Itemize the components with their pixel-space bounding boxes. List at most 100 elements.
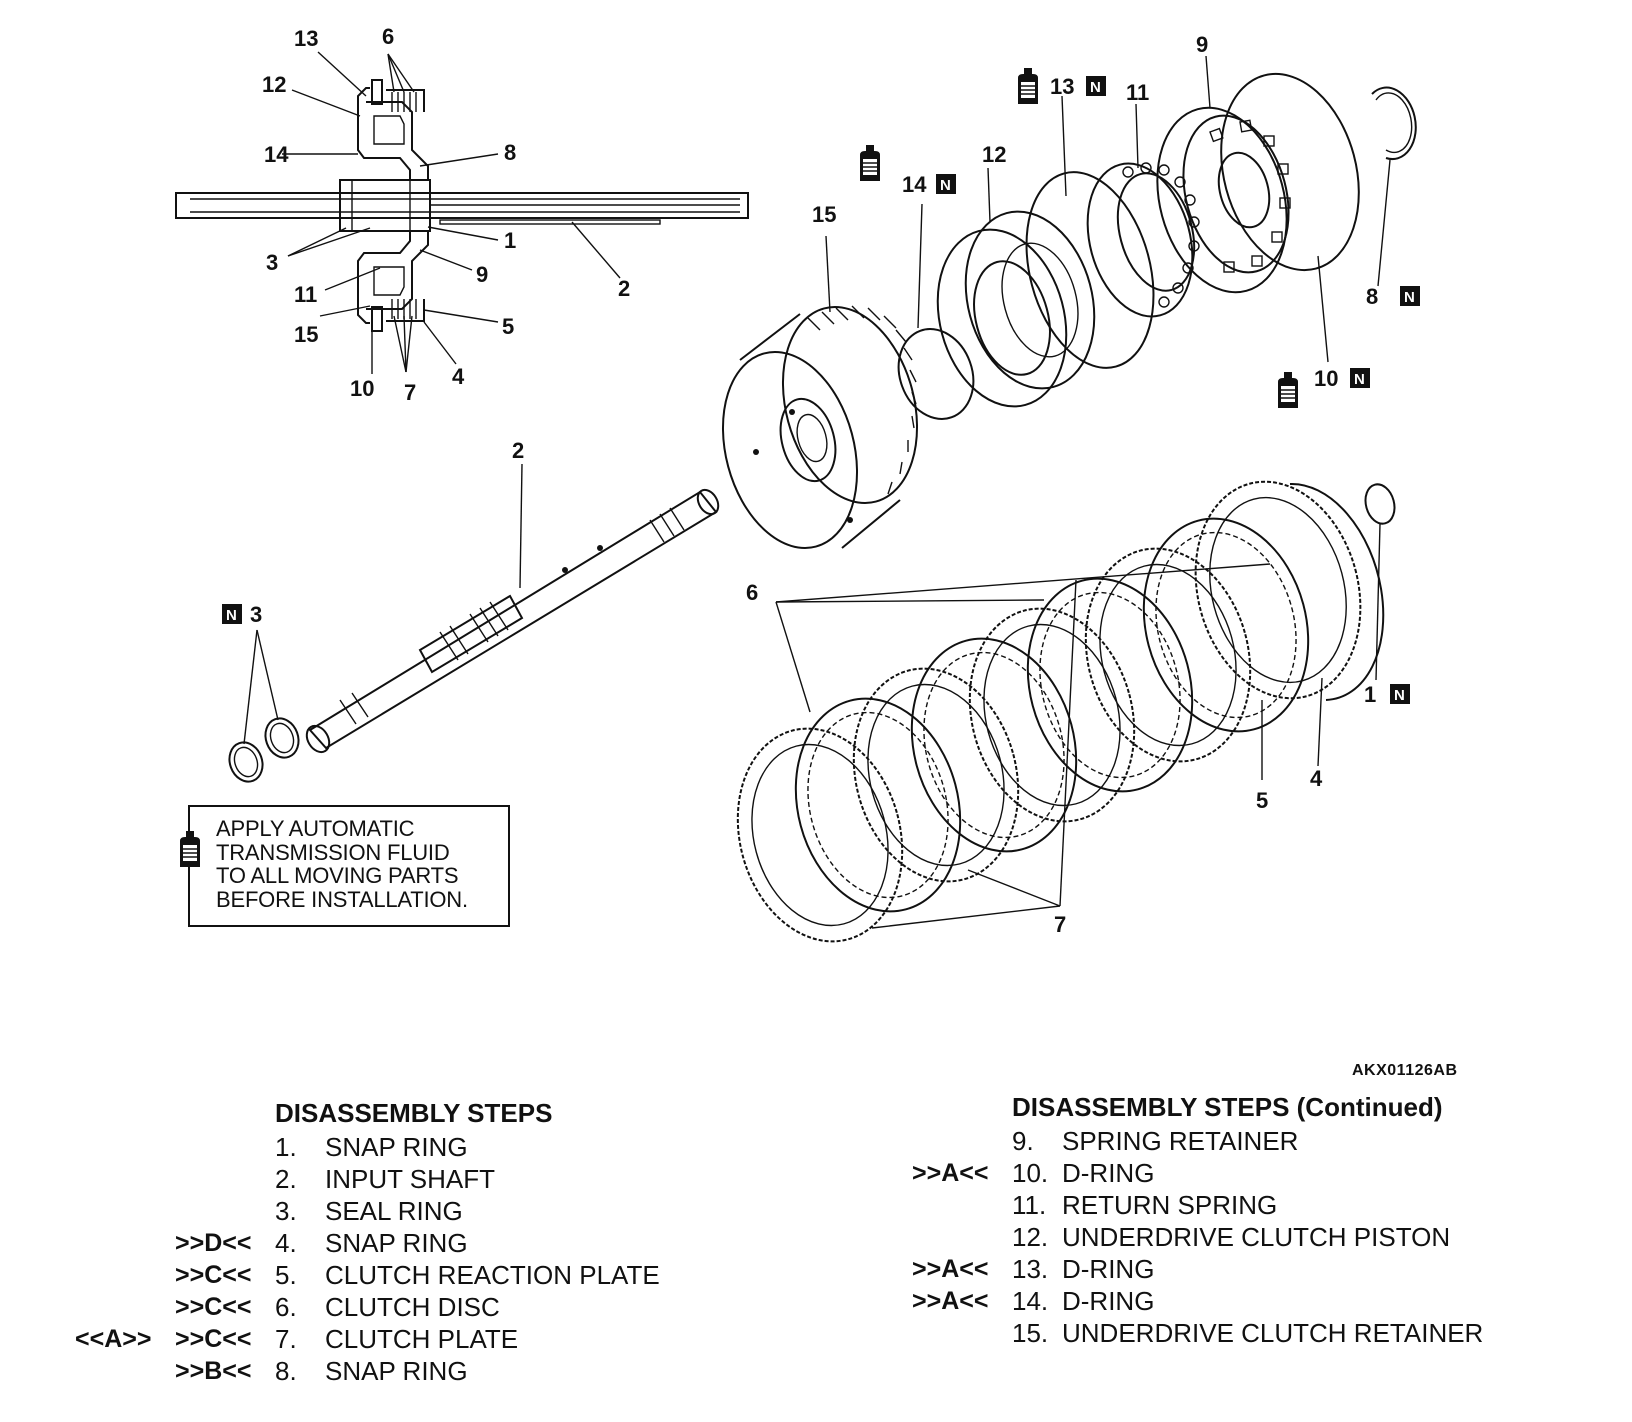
- callout-shaft-2: 2: [512, 438, 524, 463]
- callout-10: 10: [350, 376, 374, 401]
- n-badge-14: N: [940, 177, 951, 194]
- note-line: APPLY AUTOMATIC: [216, 816, 415, 841]
- step-row: 3. SEAL RING: [275, 1195, 552, 1227]
- step-number: 6.: [275, 1292, 297, 1322]
- step-number: 9.: [1012, 1126, 1034, 1156]
- step-row: 6. CLUTCH DISC >>C<<: [175, 1291, 552, 1323]
- n-badge-8: N: [1404, 289, 1415, 306]
- step-number: 1.: [275, 1132, 297, 1162]
- callout-1: 1: [504, 228, 516, 253]
- disassembly-steps-right: DISASSEMBLY STEPS (Continued) 9. SPRING R…: [912, 1092, 1483, 1349]
- note-line: TRANSMISSION FLUID: [216, 839, 450, 865]
- callout-13b: 13: [1050, 74, 1074, 99]
- callout-6b: 6: [746, 580, 758, 605]
- step-text: CLUTCH REACTION PLATE: [325, 1260, 660, 1290]
- callout-10b: 10: [1314, 366, 1338, 391]
- callout-14b: 14: [902, 172, 927, 197]
- step-row: 14. D-RING >>A<<: [912, 1285, 1443, 1317]
- callout-1b: 1: [1364, 682, 1376, 707]
- step-text: D-RING: [1062, 1286, 1155, 1316]
- callout-7: 7: [404, 380, 416, 405]
- underdrive-clutch-piston: 12: [936, 142, 1096, 408]
- step-text: SEAL RING: [325, 1196, 463, 1226]
- step-mark: >>B<<: [175, 1357, 252, 1385]
- callout-5: 5: [502, 314, 514, 339]
- callout-11b: 11: [1126, 80, 1149, 105]
- input-shaft: 2: [305, 438, 720, 754]
- step-row: 11.RETURN SPRING: [1012, 1189, 1443, 1221]
- step-mark: >>C<<: [175, 1325, 252, 1353]
- exploded-view-diagram: 13 6 12 14 8 3 1 9 11 2 15 5 10 7 4 2: [175, 24, 1420, 943]
- callout-6: 6: [382, 24, 394, 49]
- note-line: TO ALL MOVING PARTS: [216, 863, 459, 888]
- step-number: 14.: [1012, 1286, 1049, 1316]
- step-text: SNAP RING: [325, 1356, 468, 1386]
- step-text: RETURN SPRING: [1062, 1190, 1278, 1220]
- callout-9b: 9: [1196, 32, 1208, 57]
- callout-12b: 12: [982, 142, 1006, 167]
- callout-4b: 4: [1310, 766, 1323, 791]
- step-number: 12.: [1012, 1222, 1049, 1252]
- step-mark: >>C<<: [175, 1293, 252, 1321]
- step-mark: >>D<<: [175, 1229, 252, 1257]
- step-number: 5.: [275, 1260, 297, 1290]
- callout-14: 14: [264, 142, 289, 167]
- step-row: 10.D-RING>>A<<: [912, 1157, 1443, 1189]
- n-badge-10: N: [1354, 371, 1365, 388]
- step-row: 9. SPRING RETAINER: [1012, 1125, 1443, 1157]
- step-mark: >>C<<: [175, 1261, 252, 1289]
- n-badge-13: N: [1090, 79, 1101, 96]
- step-text: CLUTCH DISC: [325, 1292, 500, 1322]
- seal-rings: N 3: [222, 602, 300, 783]
- callout-8b: 8: [1366, 284, 1378, 309]
- step-mark: >>A<<: [912, 1287, 989, 1315]
- step-number: 13.: [1012, 1254, 1049, 1284]
- cross-section-view: 13 6 12 14 8 3 1 9 11 2 15 5 10 7 4: [175, 24, 749, 405]
- underdrive-clutch-retainer: 15: [721, 202, 919, 550]
- callout-5b: 5: [1256, 788, 1268, 813]
- return-spring: 11: [1086, 80, 1200, 318]
- step-number: 15.: [1012, 1318, 1049, 1348]
- step-mark-secondary: <<A>>: [75, 1325, 152, 1353]
- clutch-pack: 6 7 5 4 1 N: [736, 480, 1410, 943]
- steps-heading-continued: DISASSEMBLY STEPS (Continued): [1012, 1092, 1443, 1122]
- callout-15: 15: [294, 322, 318, 347]
- spring-retainer: 9: [1156, 32, 1291, 294]
- step-row: 5. CLUTCH REACTION PLATE >>C<<: [175, 1259, 660, 1291]
- steps-heading: DISASSEMBLY STEPS: [275, 1098, 553, 1128]
- step-number: 4.: [275, 1228, 297, 1258]
- step-row: 1. SNAP RING: [275, 1131, 552, 1163]
- step-number: 7.: [275, 1324, 297, 1354]
- step-row: 15.UNDERDRIVE CLUTCH RETAINER: [1012, 1317, 1483, 1349]
- step-mark: >>A<<: [912, 1255, 989, 1283]
- note-line: BEFORE INSTALLATION.: [216, 886, 468, 912]
- step-row: 8.SNAP RING>>B<<: [175, 1355, 552, 1387]
- callout-7b: 7: [1054, 912, 1066, 937]
- callout-2: 2: [618, 276, 630, 301]
- n-badge-1: N: [1394, 687, 1405, 704]
- callout-seal-3: 3: [250, 602, 262, 627]
- fluid-note-text: APPLY AUTOMATIC TRANSMISSION FLUID TO AL…: [216, 817, 468, 911]
- snap-ring-8: 8 N: [1366, 86, 1420, 309]
- step-text: SNAP RING: [325, 1132, 468, 1162]
- step-text: SNAP RING: [325, 1228, 468, 1258]
- step-number: 3.: [275, 1196, 297, 1226]
- n-badge-3: N: [226, 607, 237, 624]
- step-text: SPRING RETAINER: [1062, 1126, 1299, 1156]
- disassembly-steps-left: DISASSEMBLY STEPS 1. SNAP RING 2. INPUT SHA…: [75, 1098, 660, 1387]
- step-text: INPUT SHAFT: [325, 1164, 495, 1194]
- callout-4: 4: [452, 364, 465, 389]
- step-text: D-RING: [1062, 1158, 1155, 1188]
- step-number: 2.: [275, 1164, 297, 1194]
- callout-8: 8: [504, 140, 516, 165]
- step-text: CLUTCH PLATE: [325, 1324, 519, 1354]
- d-ring-10: 10 N: [1220, 72, 1370, 409]
- step-row: 2. INPUT SHAFT: [275, 1163, 552, 1195]
- callout-3: 3: [266, 250, 278, 275]
- step-mark: >>A<<: [912, 1159, 989, 1187]
- callout-11: 11: [294, 282, 317, 307]
- callout-15b: 15: [812, 202, 836, 227]
- callout-12: 12: [262, 72, 286, 97]
- step-row: 7. CLUTCH PLATE >>C<< <<A>>: [75, 1323, 552, 1355]
- step-text: UNDERDRIVE CLUTCH PISTON: [1062, 1222, 1451, 1252]
